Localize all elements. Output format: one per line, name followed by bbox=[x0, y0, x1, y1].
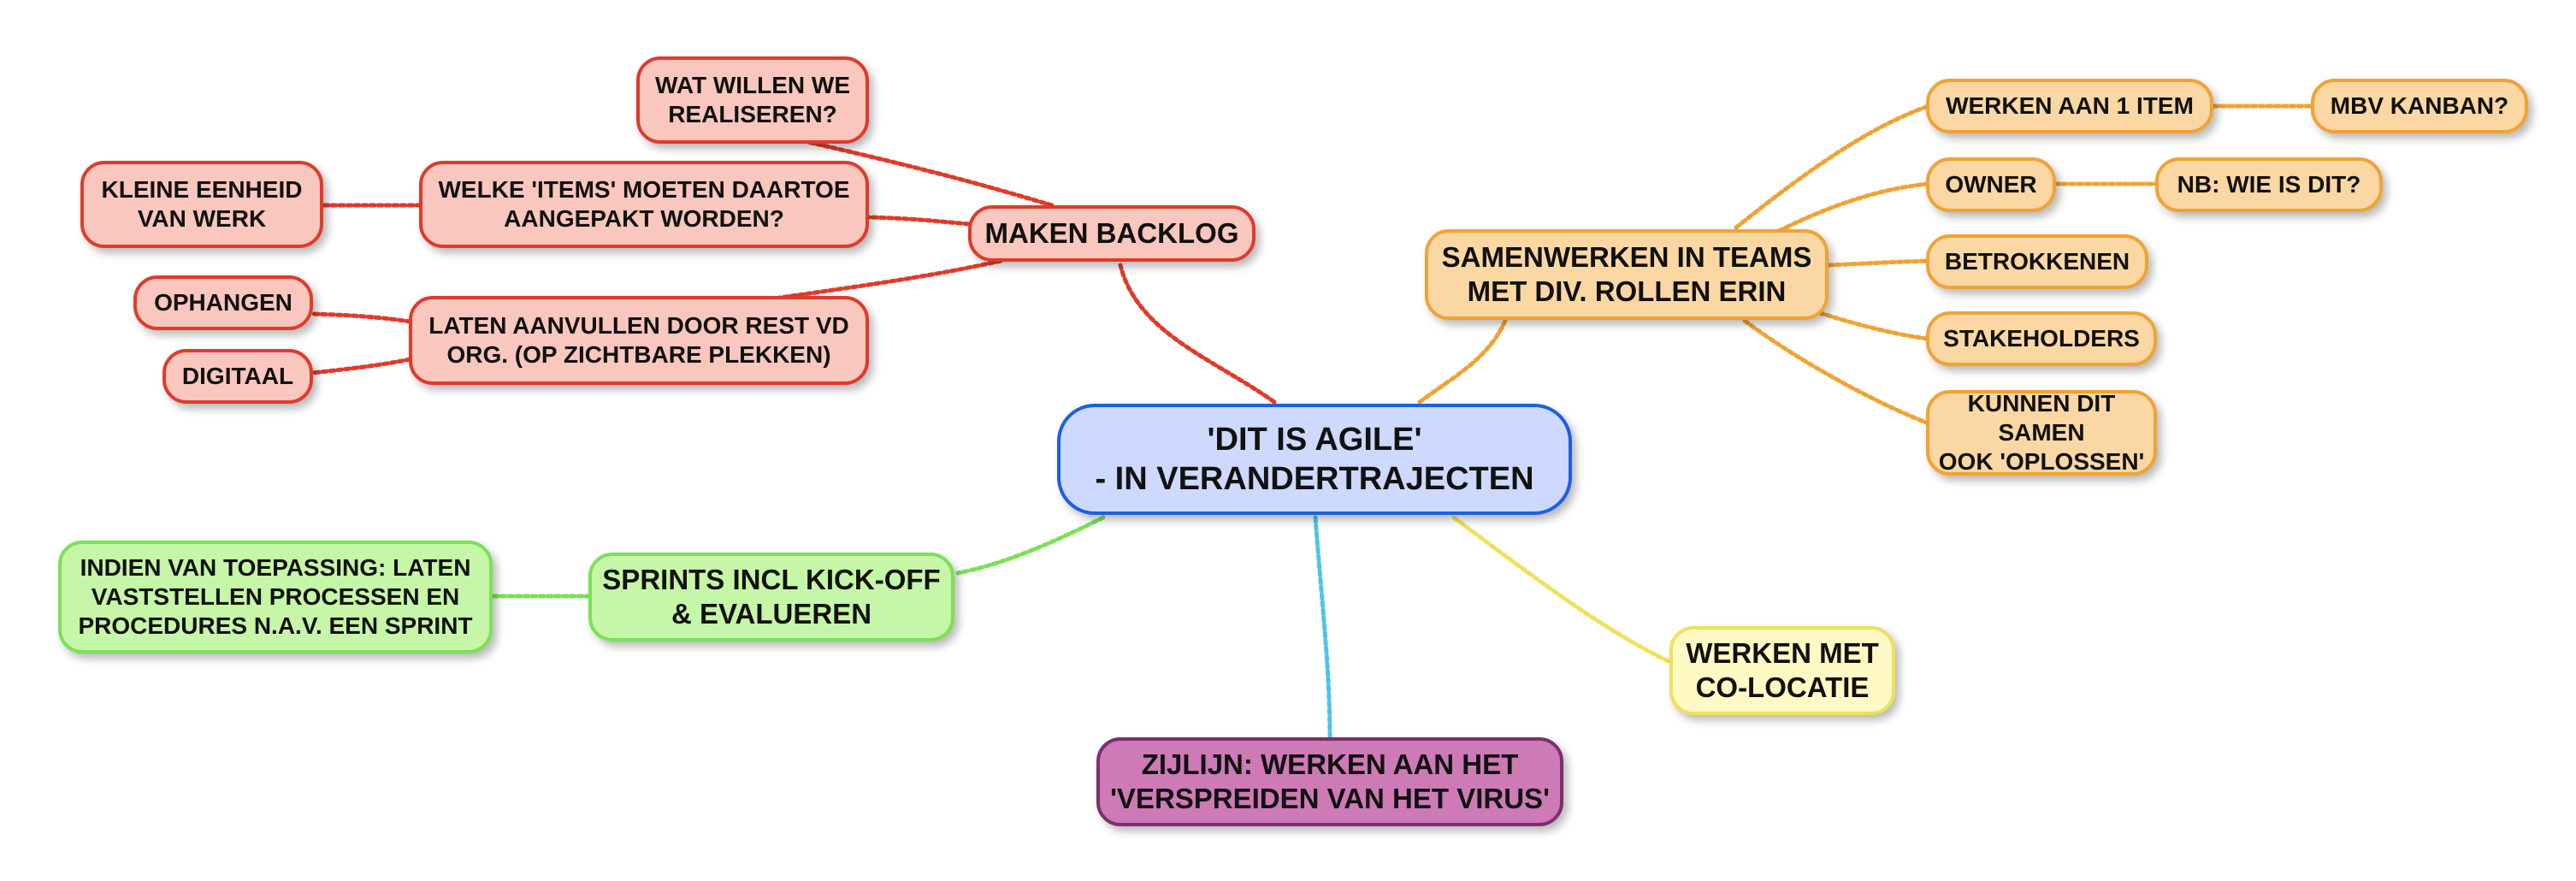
link-central-backlog bbox=[1118, 263, 1277, 405]
central-topic[interactable]: 'DIT IS AGILE' - IN VERANDERTRAJECTEN bbox=[1057, 404, 1572, 515]
topic-nb-wie-is-dit[interactable]: NB: WIE IS DIT? bbox=[2155, 157, 2383, 212]
topic-indien-van-toepassing[interactable]: INDIEN VAN TOEPASSING: LATEN VASTSTELLEN… bbox=[58, 541, 493, 653]
link-backlog-wat bbox=[801, 139, 1055, 208]
link-laten-digitaal bbox=[310, 357, 413, 375]
topic-zijlijn[interactable]: ZIJLIJN: WERKEN AAN HET 'VERSPREIDEN VAN… bbox=[1096, 737, 1563, 826]
link-teams-item bbox=[1734, 103, 1931, 230]
link-central-teams bbox=[1417, 318, 1508, 405]
link-teams-owner bbox=[1776, 181, 1931, 234]
topic-wat-willen-we-realiseren[interactable]: WAT WILLEN WE REALISEREN? bbox=[636, 56, 869, 144]
link-teams-stakeholders bbox=[1802, 305, 1931, 341]
topic-laten-aanvullen[interactable]: LATEN AANVULLEN DOOR REST VD ORG. (OP ZI… bbox=[409, 296, 869, 385]
topic-stakeholders[interactable]: STAKEHOLDERS bbox=[1926, 311, 2157, 366]
topic-ophangen[interactable]: OPHANGEN bbox=[133, 275, 313, 330]
link-backlog-welke bbox=[866, 215, 972, 227]
topic-werken-aan-1-item[interactable]: WERKEN AAN 1 ITEM bbox=[1926, 79, 2213, 133]
link-laten-ophangen bbox=[310, 311, 413, 324]
topic-maken-backlog[interactable]: MAKEN BACKLOG bbox=[968, 205, 1256, 262]
topic-betrokkenen[interactable]: BETROKKENEN bbox=[1926, 234, 2148, 289]
topic-mbv-kanban[interactable]: MBV KANBAN? bbox=[2311, 79, 2528, 133]
topic-welke-items[interactable]: WELKE 'ITEMS' MOETEN DAARTOE AANGEPAKT W… bbox=[419, 161, 869, 248]
topic-owner[interactable]: OWNER bbox=[1926, 157, 2056, 212]
link-central-colocatie bbox=[1451, 515, 1675, 665]
topic-werken-met-co-locatie[interactable]: WERKEN MET CO-LOCATIE bbox=[1669, 626, 1895, 715]
link-central-zijlijn bbox=[1313, 515, 1332, 742]
link-teams-betrokkenen bbox=[1826, 258, 1931, 268]
topic-kunnen-dit-samen[interactable]: KUNNEN DIT SAMEN OOK 'OPLOSSEN' bbox=[1926, 390, 2157, 476]
topic-digitaal[interactable]: DIGITAAL bbox=[162, 349, 313, 404]
link-central-sprints bbox=[955, 515, 1106, 576]
topic-sprints-incl-kick-off[interactable]: SPRINTS INCL KICK-OFF & EVALUEREN bbox=[588, 553, 954, 642]
topic-kleine-eenheid[interactable]: KLEINE EENHEID VAN WERK bbox=[80, 161, 323, 248]
link-teams-kunnen bbox=[1742, 318, 1931, 426]
topic-samenwerken-in-teams[interactable]: SAMENWERKEN IN TEAMS MET DIV. ROLLEN ERI… bbox=[1425, 229, 1829, 320]
